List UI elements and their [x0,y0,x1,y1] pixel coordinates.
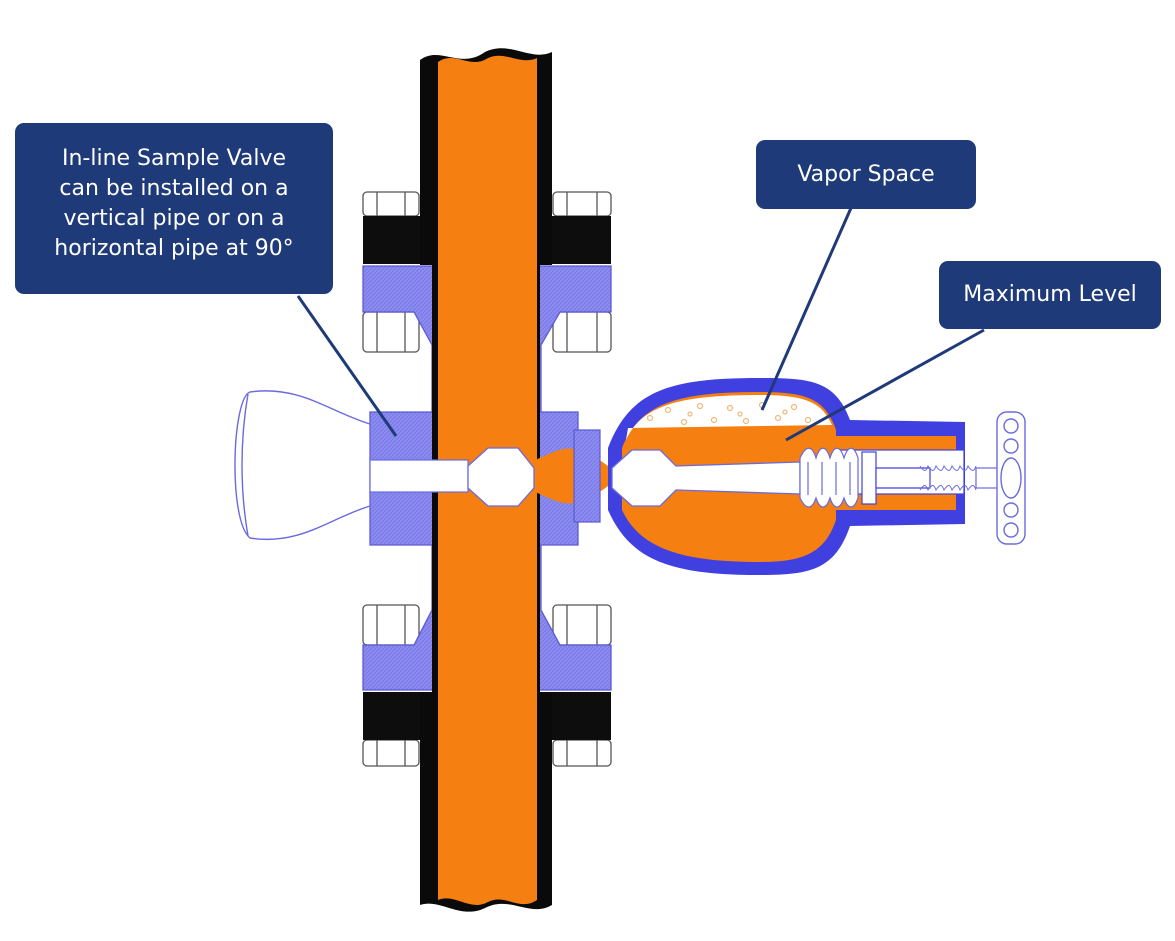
stem-threads [799,447,859,508]
leader-vapor-space [760,207,853,411]
top-right-nut [552,191,612,217]
inline-valve-callout-line-1: In-line Sample Valve [61,146,287,171]
leader-lines [296,207,985,442]
vapor-space-callout: Vapor Space [756,140,976,209]
top-left-nut [362,191,420,217]
leader-inline-valve [296,295,398,437]
vapor-space-area [626,395,832,440]
bottom-right-upper-nut [552,604,612,646]
leader-maximum-level [785,328,985,442]
spindle-threads [919,464,977,492]
top-left-lower-nut [362,311,420,353]
left-handle-knob [234,390,371,540]
vapor-space-label: Vapor Space [797,162,935,187]
handwheel-icon [996,411,1026,545]
bottom-left-upper-nut [362,604,420,646]
inline-valve-callout-line-3: vertical pipe or on a [63,206,285,231]
vessel-inlet [573,429,601,523]
top-right-lower-nut [552,311,612,353]
bottom-right-nut [552,739,612,767]
maximum-level-callout: Maximum Level [939,261,1161,329]
horizontal-bore [369,459,469,493]
inline-valve-callout-line-2: can be installed on a [59,176,289,201]
maximum-level-label: Maximum Level [963,282,1137,307]
bottom-left-nut [362,739,420,767]
spindle [975,467,999,489]
inline-valve-callout-line-4: horizontal pipe at 90° [54,236,294,261]
left-poppet [467,447,535,507]
inline-valve-callout: In-line Sample Valve can be installed on… [15,123,333,294]
